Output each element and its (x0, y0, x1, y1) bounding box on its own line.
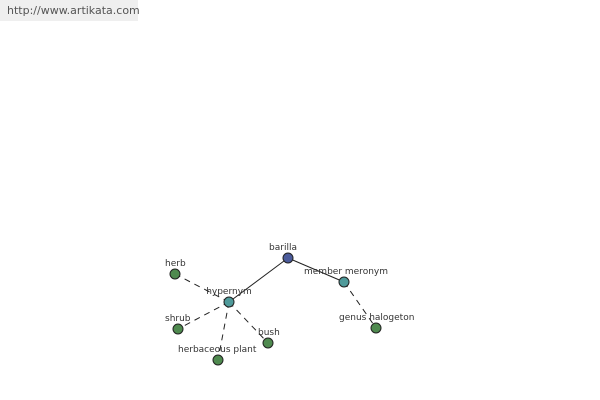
node-member-meronym[interactable]: member meronym (304, 267, 388, 288)
node-genus-halogeton[interactable]: genus halogeton (339, 313, 414, 334)
node-label-hypernym: hypernym (206, 287, 252, 297)
node-label-member-meronym: member meronym (304, 267, 388, 277)
node-herb[interactable]: herb (165, 259, 186, 280)
node-label-herbaceous-plant: herbaceous plant (178, 345, 257, 355)
edges-layer (174, 257, 377, 361)
edge-member-meronym-to-genus-halogeton (343, 281, 377, 329)
edge-hypernym-to-bush (228, 301, 269, 344)
node-circle-shrub[interactable] (172, 323, 184, 335)
node-circle-herbaceous-plant[interactable] (212, 354, 224, 366)
node-barilla[interactable]: barilla (269, 243, 297, 264)
node-circle-genus-halogeton[interactable] (370, 322, 382, 334)
node-label-barilla: barilla (269, 243, 297, 253)
source-url-link[interactable]: http://www.artikata.com (0, 0, 140, 21)
node-circle-bush[interactable] (262, 337, 274, 349)
node-circle-member-meronym[interactable] (338, 276, 350, 288)
edge-barilla-to-member-meronym (287, 257, 345, 283)
nodes-layer: barilla hypernym member meronym herb shrub he… (165, 243, 414, 366)
node-label-shrub: shrub (165, 314, 191, 324)
node-hypernym[interactable]: hypernym (206, 287, 252, 308)
node-herbaceous-plant[interactable]: herbaceous plant (178, 345, 257, 366)
node-circle-barilla[interactable] (282, 252, 294, 264)
node-bush[interactable]: bush (258, 328, 280, 349)
node-shrub[interactable]: shrub (165, 314, 191, 335)
node-label-bush: bush (258, 328, 280, 338)
edge-hypernym-to-herbaceous-plant (217, 301, 230, 361)
node-circle-hypernym[interactable] (223, 296, 235, 308)
edge-barilla-to-hypernym (228, 257, 289, 303)
node-label-genus-halogeton: genus halogeton (339, 313, 414, 323)
node-label-herb: herb (165, 259, 186, 269)
node-circle-herb[interactable] (169, 268, 181, 280)
edge-hypernym-to-shrub (177, 301, 230, 330)
